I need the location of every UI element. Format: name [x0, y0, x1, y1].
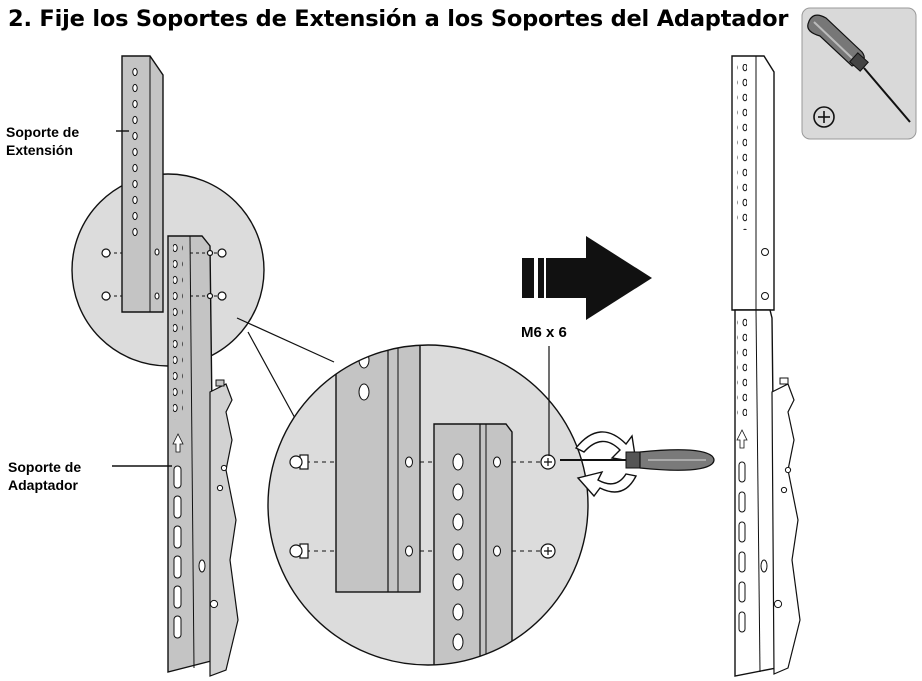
phillips-head-icon — [813, 106, 835, 128]
clockwise-rotation-icon — [574, 431, 638, 498]
phillips-screwdriver-icon — [807, 14, 911, 123]
page-title: 2. Fije los Soportes de Extensión a los … — [8, 6, 789, 32]
detail-circle-center — [267, 344, 589, 666]
screw-size-label: M6 x 6 — [521, 324, 567, 341]
adapter-bracket-label-line2: Adaptador — [8, 477, 78, 493]
adapter-bracket-label-line1: Soporte de — [8, 459, 82, 475]
extension-bracket-label-line1: Soporte de — [6, 124, 80, 140]
screws-left — [101, 248, 227, 301]
screwdriver-icon — [560, 449, 715, 471]
adapter-bracket-left — [167, 235, 239, 677]
adapter-bracket-label: Soporte de Adaptador — [8, 458, 81, 494]
extension-bracket-label-line2: Extensión — [6, 142, 73, 158]
tool-box — [801, 7, 917, 140]
zoom-line-lower — [247, 331, 297, 421]
extension-bracket-left — [121, 55, 164, 313]
right-arrow-icon — [522, 236, 652, 320]
assembled-bracket-right — [731, 55, 801, 677]
extension-bracket-label: Soporte de Extensión — [6, 123, 79, 159]
zoom-line-upper — [236, 317, 335, 363]
